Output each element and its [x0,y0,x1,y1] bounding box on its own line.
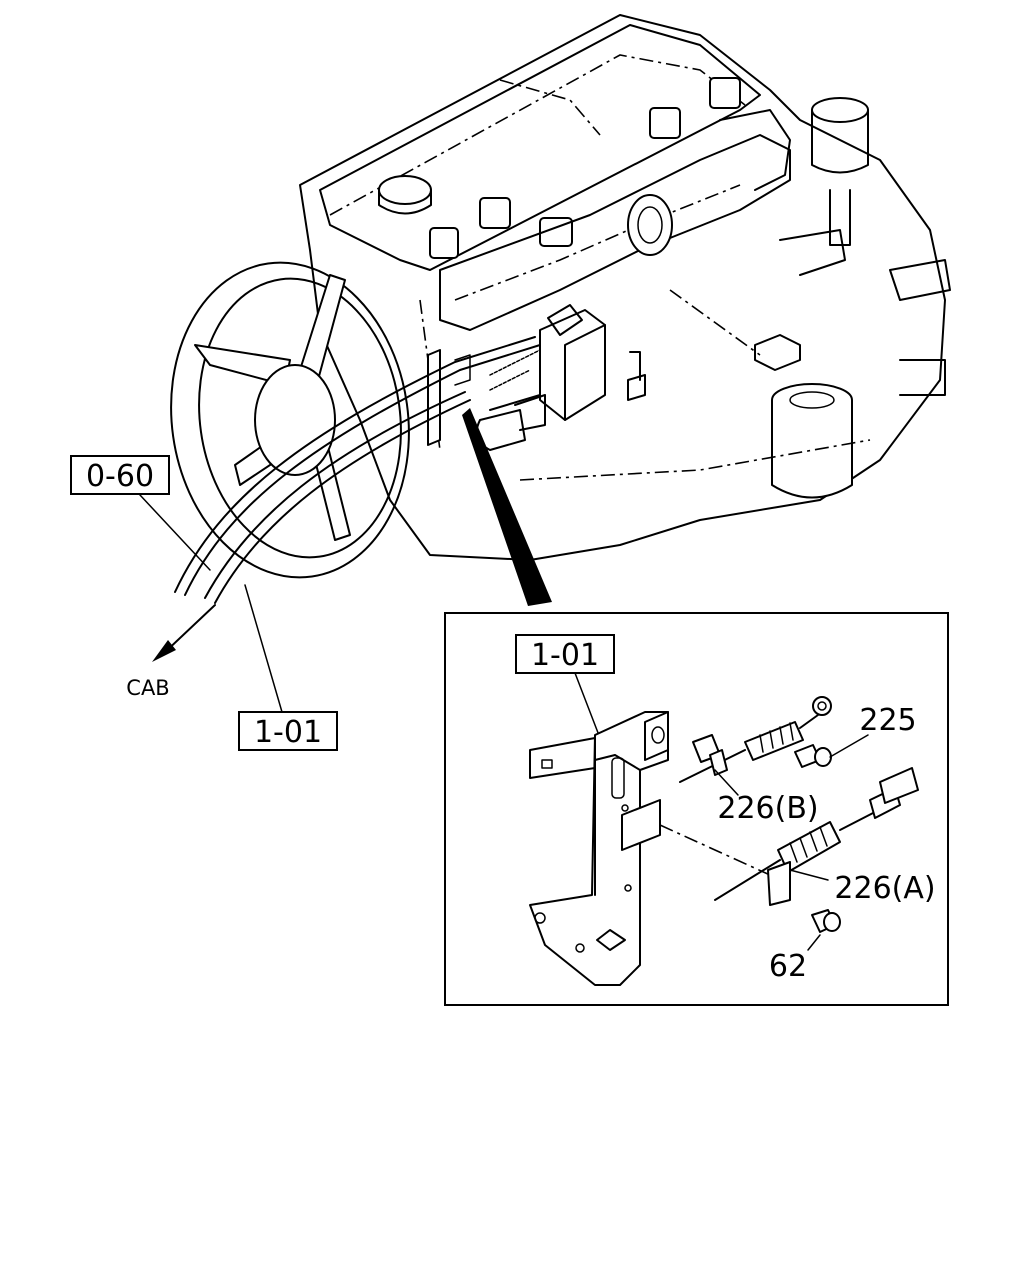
leader-1-01-main [244,584,283,713]
cable-226b-assembly [679,696,832,783]
detail-callout-wedge [462,408,552,606]
ref-0-60-label: 0-60 [86,459,154,494]
cab-label: CAB [126,676,169,700]
leader-0-60 [139,494,211,571]
part-226b-label: 226(B) [717,791,818,826]
ref-box-1-01-detail[interactable]: 1-01 [515,634,615,674]
ref-1-01-detail-label: 1-01 [531,638,599,673]
cable-226a-assembly [714,767,919,933]
mounting-bracket [529,711,669,986]
part-226a-label: 226(A) [834,871,935,906]
engine-illustration [170,14,951,579]
control-cables [174,336,541,604]
part-62-label: 62 [769,949,807,984]
detail-frame [444,612,949,1006]
detail-inset: 1-01 [444,612,949,1006]
ref-box-0-60[interactable]: 0-60 [70,455,170,495]
cab-direction-arrow [152,604,216,662]
ref-1-01-main-label: 1-01 [254,715,322,750]
part-225-label: 225 [859,703,916,738]
ref-box-1-01-main[interactable]: 1-01 [238,711,338,751]
